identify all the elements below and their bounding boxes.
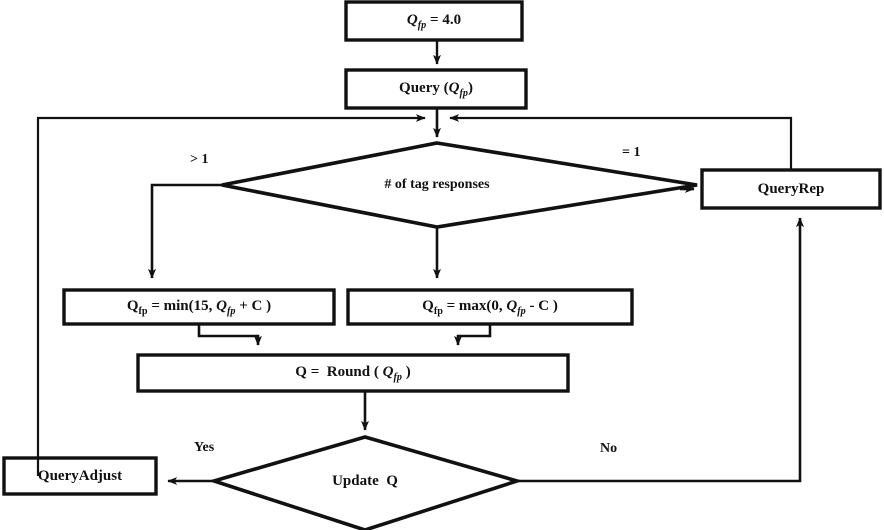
edge-decision-greater-than-one: [148, 183, 222, 279]
node-q-round-box: [136, 353, 570, 393]
edge-q-max-to-round: [454, 324, 492, 346]
node-init-box: [344, 0, 524, 42]
edge-update-q-no: [517, 217, 804, 483]
node-q-min-box: [62, 288, 336, 326]
edge-label-greater-than-one: > 1: [190, 152, 209, 167]
node-update-q-diamond: [207, 435, 524, 530]
node-query-adjust-box: [2, 456, 158, 496]
edge-queryrep-loop: [449, 114, 793, 170]
edge-label-yes: Yes: [194, 440, 215, 455]
node-query-box: [344, 68, 528, 110]
edge-label-no: No: [600, 441, 618, 456]
edge-q-min-to-round: [197, 324, 262, 346]
edge-label-equals-one: = 1: [622, 145, 641, 160]
node-query-rep-box: [700, 168, 882, 210]
edge-queryadjust-loop: [36, 114, 426, 476]
node-q-max-box: [346, 288, 634, 326]
